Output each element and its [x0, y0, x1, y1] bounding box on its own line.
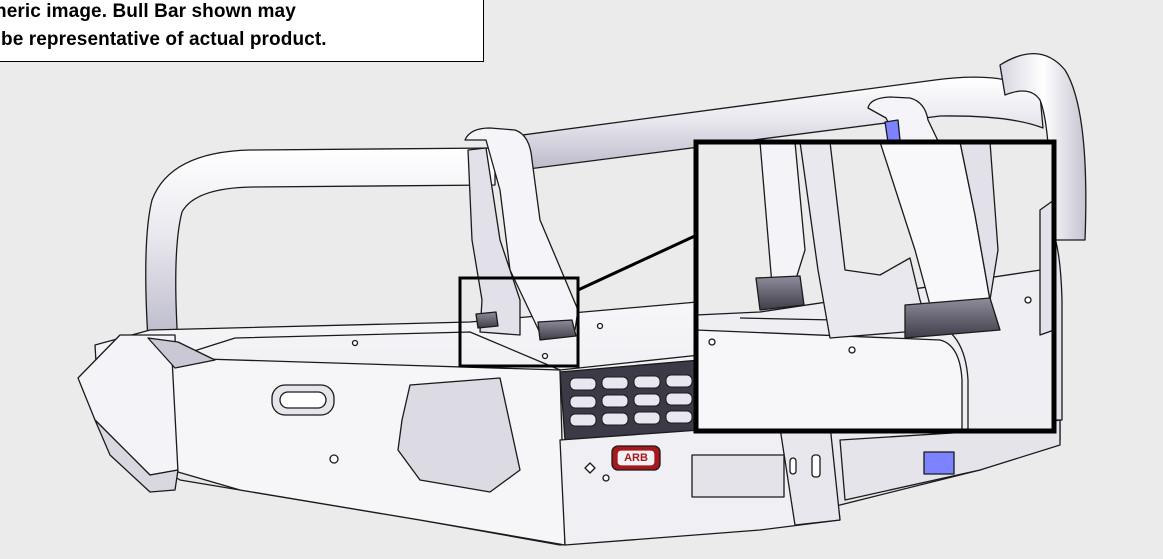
badge-inner [616, 449, 656, 467]
callout-right-side [1039, 199, 1054, 336]
callout-connector [577, 233, 698, 292]
detail-callout [693, 139, 1057, 434]
body-top-hole-2 [351, 339, 359, 347]
callout-rear-upright [759, 142, 806, 286]
recovery-slot [691, 454, 785, 498]
side-bracket-slot [811, 454, 821, 478]
caption-box: neric image. Bull Bar shown may be repre… [0, 0, 484, 62]
left-upright-pad [475, 311, 499, 329]
callout-hole-3 [1024, 296, 1032, 304]
callout-hole-4 [708, 338, 716, 346]
side-bracket-slot-2 [789, 457, 797, 475]
callout-rear-pad [755, 275, 805, 311]
right-indicator-light [923, 451, 955, 475]
winch-opening [397, 377, 521, 493]
callout-center-plate [799, 142, 931, 339]
slot-cutout-inner [279, 391, 327, 409]
body-top-hole-3 [541, 352, 549, 360]
left-wing-lower [94, 419, 179, 493]
callout-body-front [696, 329, 963, 431]
callout-front-upright-side [959, 142, 999, 301]
callout-frame [693, 139, 1057, 434]
top-tube-right-loop [999, 52, 1087, 241]
badge-label: ARB [624, 452, 648, 464]
front-face-top-edge [171, 331, 561, 371]
body-top-hole [596, 322, 604, 330]
caption-line-1: neric image. Bull Bar shown may [0, 1, 296, 22]
center-upright-rear [467, 147, 521, 336]
callout-front-pad [904, 297, 1001, 339]
detail-highlight-box [458, 276, 580, 368]
fixture-dot [602, 474, 610, 482]
center-upright-pad [537, 319, 577, 341]
callout-hole-1 [848, 346, 856, 354]
right-upright-blue [884, 119, 901, 143]
right-upright-frame [867, 96, 941, 146]
fixture-diamond [584, 462, 596, 474]
left-hoop-upright [147, 337, 216, 369]
caption-line-2: be representative of actual product. [1, 29, 327, 50]
bolt-hole [329, 454, 339, 464]
grille-lights [569, 374, 693, 427]
